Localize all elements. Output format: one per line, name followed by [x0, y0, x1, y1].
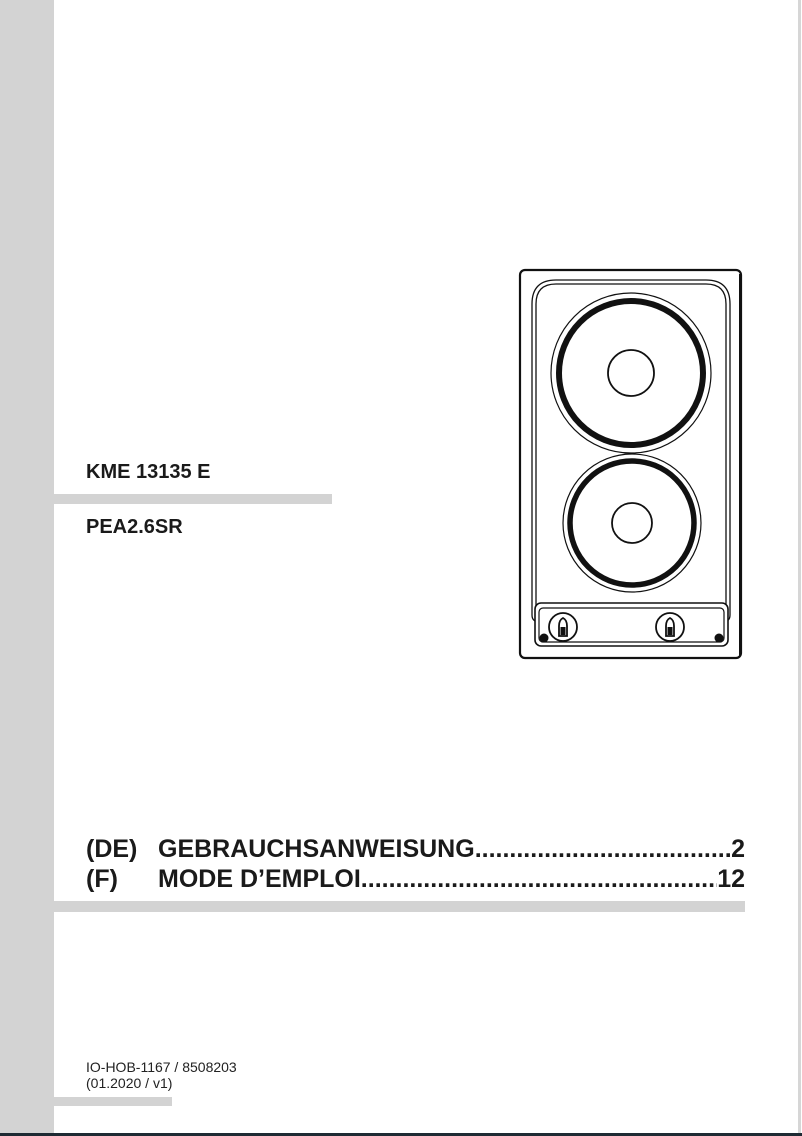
left-margin-strip — [0, 0, 54, 1136]
toc-page-number: 2 — [731, 835, 745, 863]
model-divider-bar — [54, 494, 332, 504]
toc-page-number: 12 — [717, 865, 745, 893]
document-id: IO-HOB-1167 / 8508203 — [86, 1059, 237, 1075]
toc-language-code: (F) — [86, 865, 118, 893]
toc-leader-dots: ........................................… — [360, 865, 717, 893]
bottom-edge-rule — [0, 1133, 802, 1136]
model-number-secondary: PEA2.6SR — [86, 516, 183, 538]
right-edge-line — [798, 0, 801, 1136]
toc-title: MODE D’EMPLOI — [158, 865, 361, 893]
footer-divider-bar — [54, 1097, 172, 1106]
electric-hob-2-plates-icon — [518, 268, 743, 660]
toc-divider-bar — [54, 901, 745, 912]
model-number-primary: KME 13135 E — [86, 461, 211, 483]
document-footer: IO-HOB-1167 / 8508203 (01.2020 / v1) — [86, 1059, 237, 1091]
toc-leader-dots: ........................................… — [474, 835, 732, 863]
document-version: (01.2020 / v1) — [86, 1075, 173, 1091]
toc-entry-f[interactable]: (F) MODE D’EMPLOI ......................… — [86, 865, 745, 895]
toc-entry-de[interactable]: (DE) GEBRAUCHSANWEISUNG ................… — [86, 835, 745, 865]
toc-title: GEBRAUCHSANWEISUNG — [158, 835, 475, 863]
table-of-contents: (DE) GEBRAUCHSANWEISUNG ................… — [86, 835, 745, 895]
toc-language-code: (DE) — [86, 835, 138, 863]
